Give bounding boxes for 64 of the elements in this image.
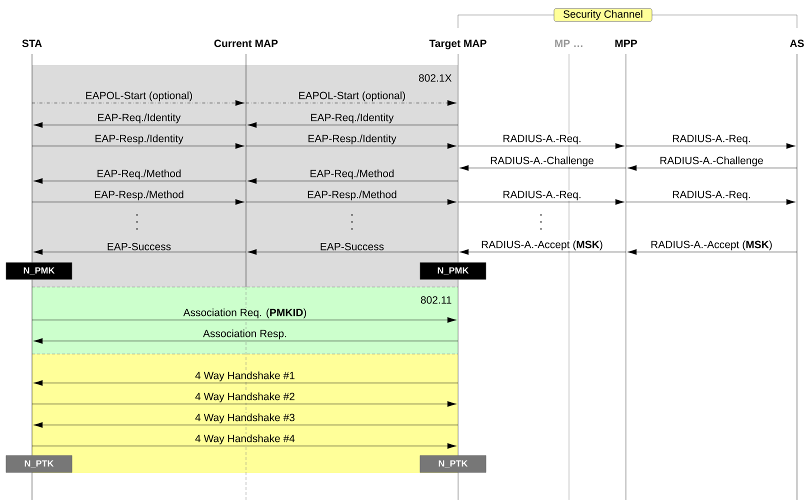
lifeline: [568, 54, 570, 500]
message-label: EAP-Req./Method: [96, 169, 182, 180]
key-box: N_PTK: [420, 455, 486, 473]
message-label: EAP-Resp./Method: [306, 190, 398, 201]
message-arrow: [247, 249, 458, 255]
key-box: N_PMK: [6, 262, 72, 280]
message-label: 4 Way Handshake #3: [194, 413, 296, 424]
message-arrow: [246, 143, 457, 149]
lifeline-heading: MP …: [555, 40, 582, 47]
message-label: RADIUS-A.-Req.: [502, 134, 582, 145]
message-label: Association Req. (PMKID): [182, 308, 308, 319]
message-arrow: [33, 122, 246, 128]
lifeline: [796, 54, 798, 500]
message-label: 4 Way Handshake #4: [194, 434, 296, 445]
key-box: N_PMK: [420, 262, 486, 280]
message-label: RADIUS-A.-Accept (MSK): [650, 240, 773, 251]
message-arrow: [458, 143, 625, 149]
protocol-label: 802.11: [420, 296, 452, 304]
message-label: EAP-Resp./Identity: [307, 134, 397, 145]
message-label: EAP-Resp./Method: [94, 190, 184, 201]
message-arrow: [33, 422, 458, 428]
message-label: RADIUS-A.-Challenge: [490, 156, 594, 167]
lifeline-heading: STA: [22, 40, 42, 48]
message-arrow: [33, 380, 458, 386]
message-arrow: [33, 338, 458, 344]
message-arrow: [32, 100, 245, 106]
key-box: N_PTK: [6, 455, 72, 473]
message-arrow: [459, 165, 626, 171]
message-label: EAP-Resp./Identity: [94, 134, 184, 145]
message-arrow: [33, 249, 246, 255]
lifeline-heading: AS: [790, 40, 804, 48]
message-label: RADIUS-A.-Req.: [672, 134, 752, 145]
message-label: EAPOL-Start (optional): [84, 91, 194, 102]
message-label: 4 Way Handshake #1: [194, 371, 296, 382]
message-arrow: [458, 199, 625, 205]
message-arrow: [246, 100, 457, 106]
channel-label: Security Channel: [554, 8, 652, 22]
message-label: EAP-Req./Method: [309, 169, 395, 180]
message-arrow: [626, 143, 796, 149]
message-label: RADIUS-A.-Req.: [502, 190, 582, 201]
message-label: EAP-Req./Identity: [96, 113, 182, 124]
message-arrow: [627, 165, 798, 171]
message-arrow: [246, 199, 457, 205]
message-arrow: [247, 178, 458, 184]
message-label: Association Resp.: [202, 329, 288, 340]
message-label: RADIUS-A.-Accept (MSK): [480, 240, 604, 251]
message-arrow: [32, 401, 457, 407]
lifeline-heading: Current MAP: [214, 40, 278, 48]
message-label: RADIUS-A.-Req.: [672, 190, 752, 201]
message-arrow: [626, 199, 796, 205]
message-arrow: [33, 178, 246, 184]
message-label: EAP-Req./Identity: [310, 113, 394, 124]
message-arrow: [627, 249, 798, 255]
message-label: 4 Way Handshake #2: [194, 392, 296, 403]
message-arrow: [247, 122, 458, 128]
message-arrow: [32, 443, 457, 449]
lifeline-heading: MPP: [615, 40, 637, 47]
lifeline-heading: Target MAP: [429, 40, 486, 50]
message-arrow: [32, 199, 245, 205]
message-label: RADIUS-A.-Challenge: [659, 156, 764, 167]
message-arrow: [32, 143, 245, 149]
message-label: EAPOL-Start (optional): [298, 91, 406, 102]
message-arrow: [459, 249, 626, 255]
message-arrow: [32, 317, 457, 323]
